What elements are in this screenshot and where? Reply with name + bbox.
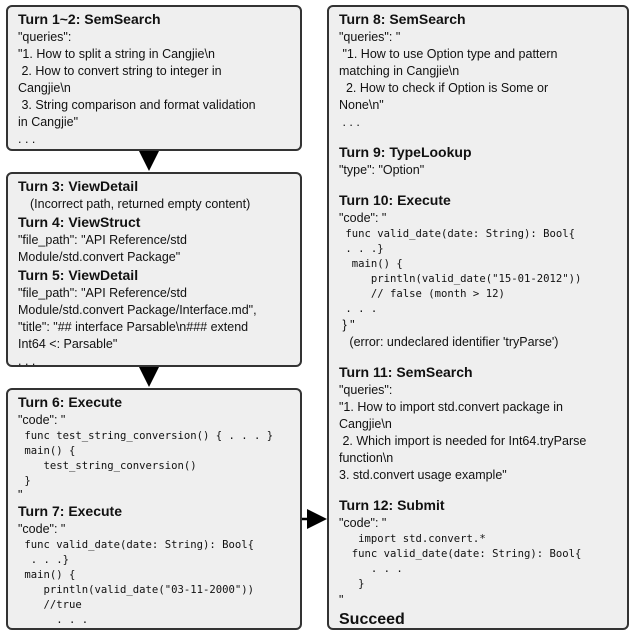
turn-1-2-box: Turn 1~2: SemSearch "queries": "1. How t…: [6, 5, 302, 151]
turn-header: Turn 6: Execute: [18, 394, 123, 410]
turn-line: matching in Cangjie\n: [339, 64, 460, 78]
turn-line: "title": "## interface Parsable\n### ext…: [18, 320, 249, 334]
turn-line: . . .: [339, 115, 360, 129]
turn-line: 2. How to convert string to integer in: [18, 64, 222, 78]
code-line: . . .: [339, 303, 378, 315]
turn-line: . . .: [18, 132, 36, 146]
turn-header: Turn 5: ViewDetail: [18, 267, 139, 283]
code-label: "code": ": [339, 516, 387, 530]
code-end: ": [339, 593, 344, 607]
turn-line: "1. How to use Option type and pattern: [339, 47, 558, 61]
code-end: } ": [339, 318, 355, 332]
code-line: func valid_date(date: String): Bool{: [18, 539, 254, 551]
code-line: }: [18, 475, 31, 487]
turn-line: 3. std.convert usage example": [339, 468, 507, 482]
turn-line: function\n: [339, 451, 394, 465]
code-line: println(valid_date("15-01-2012")): [339, 273, 582, 285]
turn-line: "type": "Option": [339, 163, 425, 177]
turn-line: "queries": ": [339, 30, 401, 44]
turn-header: Turn 3: ViewDetail: [18, 178, 139, 194]
turn-header: Turn 4: ViewStruct: [18, 214, 141, 230]
turn-line: Cangjie\n: [339, 417, 392, 431]
code-line: main() {: [339, 258, 403, 270]
code-line: }: [339, 578, 365, 590]
turn-header: Turn 11: SemSearch: [339, 364, 473, 380]
turn-line: "1. How to import std.convert package in: [339, 400, 563, 414]
turn-3-5-box: Turn 3: ViewDetail (Incorrect path, retu…: [6, 172, 302, 367]
code-line: . . .: [339, 563, 403, 575]
code-line: main() {: [18, 569, 76, 581]
turn-line: 2. How to check if Option is Some or: [339, 81, 549, 95]
code-line: test_string_conversion(): [18, 460, 197, 472]
code-line: // false (month > 12): [339, 288, 505, 300]
code-label: "code": ": [339, 211, 387, 225]
turn-line: "file_path": "API Reference/std: [18, 286, 187, 300]
turn-line: "file_path": "API Reference/std: [18, 233, 187, 247]
turn-header: Turn 8: SemSearch: [339, 11, 466, 27]
turn-6-7-box: Turn 6: Execute "code": " func test_stri…: [6, 388, 302, 630]
result-label: Succeed: [339, 611, 405, 628]
turn-line: "queries":: [18, 30, 72, 44]
code-line: . . .}: [339, 243, 384, 255]
turn-header: Turn 10: Execute: [339, 192, 451, 208]
code-line: //true: [18, 599, 82, 611]
turn-line: 3. String comparison and format validati…: [18, 98, 256, 112]
error-note: (error: undeclared identifier 'tryParse'…: [339, 335, 559, 349]
turn-line: Cangjie\n: [18, 81, 71, 95]
code-line: . . .}: [18, 554, 70, 566]
turn-line: . . .: [18, 354, 36, 367]
turn-8-12-box: Turn 8: SemSearch "queries": " "1. How t…: [327, 5, 629, 630]
code-label: "code": ": [18, 522, 66, 536]
turn-line: Int64 <: Parsable": [18, 337, 118, 351]
turn-note: (Incorrect path, returned empty content): [30, 197, 251, 211]
code-line: main() {: [18, 445, 76, 457]
code-line: func valid_date(date: String): Bool{: [339, 228, 575, 240]
code-end: ": [18, 488, 23, 502]
code-line: import std.convert.*: [339, 533, 486, 545]
turn-line: Module/std.convert Package": [18, 250, 181, 264]
code-label: "code": ": [18, 413, 66, 427]
code-line: } ": [18, 628, 292, 630]
code-line: func valid_date(date: String): Bool{: [339, 548, 582, 560]
turn-header: Turn 9: TypeLookup: [339, 144, 472, 160]
code-line: println(valid_date("03-11-2000")): [18, 584, 255, 596]
turn-line: 2. Which import is needed for Int64.tryP…: [339, 434, 587, 448]
turn-line: Module/std.convert Package/Interface.md"…: [18, 303, 257, 317]
turn-header: Turn 7: Execute: [18, 503, 123, 519]
turn-line: None\n": [339, 98, 384, 112]
code-line: . . .: [18, 614, 89, 626]
turn-header: Turn 1~2: SemSearch: [18, 11, 161, 27]
code-line: func test_string_conversion() { . . . }: [18, 430, 274, 442]
turn-line: in Cangjie": [18, 115, 79, 129]
turn-line: "queries":: [339, 383, 393, 397]
turn-line: "1. How to split a string in Cangjie\n: [18, 47, 215, 61]
turn-header: Turn 12: Submit: [339, 497, 445, 513]
